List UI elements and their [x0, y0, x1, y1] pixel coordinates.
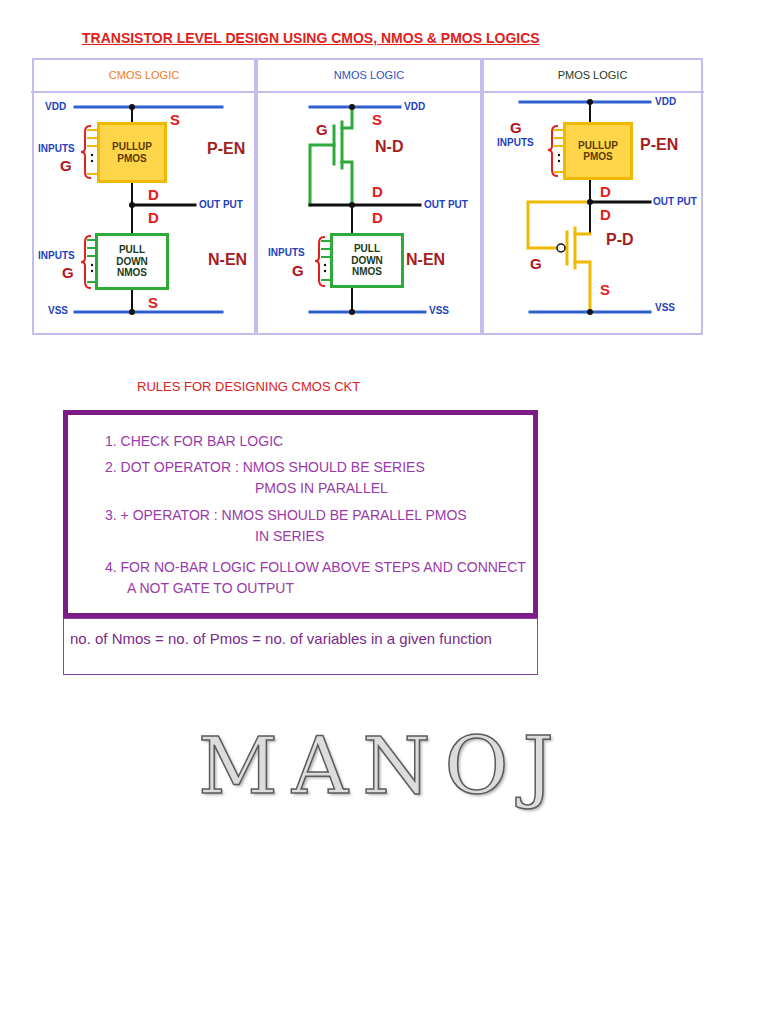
input-bracket [81, 126, 90, 178]
gate-name: G [62, 264, 74, 281]
logic-column: NMOS LOGIC PULL DOWN NMOS [256, 58, 482, 335]
gate-wire [528, 202, 590, 248]
junction-dots [91, 99, 593, 315]
rule-text: 4. FOR NO-BAR LOGIC FOLLOW ABOVE STEPS A… [105, 557, 527, 599]
vss-rail [310, 311, 425, 314]
gate-name: G [316, 121, 328, 138]
pulldown-network-box: PULL DOWN NMOS [95, 233, 169, 290]
vdd-rail [75, 106, 222, 109]
input-stubs [88, 240, 95, 282]
terminal-name: S [372, 111, 382, 128]
note-box: no. of Nmos = no. of Pmos = no. of varia… [63, 618, 538, 675]
section-heading: RULES FOR DESIGNING CMOS CKT [137, 380, 360, 395]
network-name: N-D [375, 138, 403, 156]
output-wire [310, 204, 420, 207]
column-heading: PMOS LOGIC [484, 69, 701, 82]
network-name: N-EN [406, 251, 445, 269]
terminal-name: S [600, 281, 610, 298]
pullup-network-box: PULLUP PMOS [97, 122, 167, 183]
note-text: no. of Nmos = no. of Pmos = no. of varia… [70, 630, 492, 647]
column-heading: CMOS LOGIC [34, 69, 254, 82]
rail-name: VDD [45, 101, 66, 113]
inversion-bubble [557, 244, 565, 252]
output-label: OUT PUT [199, 199, 243, 211]
network-name: P-D [606, 231, 634, 249]
rail-name: VDD [404, 101, 425, 113]
output-wire [132, 204, 195, 207]
box-label: PULLUP PMOS [106, 141, 158, 164]
terminal-name: S [170, 111, 180, 128]
watermark: MANOJ [198, 722, 568, 812]
network-name: P-EN [207, 140, 245, 158]
input-label: INPUTS [268, 247, 305, 259]
gate-name: G [292, 262, 304, 279]
rule-text: 3. + OPERATOR : NMOS SHOULD BE PARALLEL … [105, 505, 481, 547]
gate-name: G [510, 119, 522, 136]
box-label: PULLUP PMOS [572, 140, 624, 163]
wire [589, 180, 591, 234]
logic-column: CMOS LOGIC PULLUP PMOS PULL DOWN NMOS [32, 58, 256, 335]
page-title: TRANSISTOR LEVEL DESIGN USING CMOS, NMOS… [82, 30, 540, 46]
box-label: PULL DOWN NMOS [337, 243, 397, 278]
input-stubs [322, 241, 330, 280]
input-label: INPUTS [38, 250, 75, 262]
rule-text: 2. DOT OPERATOR : NMOS SHOULD BE SERIES … [105, 457, 467, 499]
terminal-name: D [600, 183, 611, 200]
rail-name: VDD [655, 96, 676, 108]
input-label: INPUTS [38, 143, 75, 155]
network-name: P-EN [640, 136, 678, 154]
wire-connector [131, 183, 133, 233]
terminal-name: D [372, 209, 383, 226]
terminal-name: D [148, 209, 159, 226]
output-wire [590, 201, 650, 204]
rail-name: VSS [429, 305, 449, 317]
rail-name: VSS [655, 302, 675, 314]
terminal-name: D [600, 206, 611, 223]
terminal-name: D [148, 186, 159, 203]
terminal-name: S [148, 294, 158, 311]
input-stubs [88, 130, 97, 174]
column-heading: NMOS LOGIC [258, 69, 480, 82]
terminal-name: D [372, 183, 383, 200]
rules-box: 1. CHECK FOR BAR LOGIC 2. DOT OPERATOR : … [63, 410, 538, 618]
output-label: OUT PUT [653, 196, 697, 208]
network-name: N-EN [208, 251, 247, 269]
gate-name: G [60, 157, 72, 174]
pmos-load-transistor [567, 228, 590, 312]
pulldown-network-box: PULL DOWN NMOS [330, 233, 404, 288]
wire [131, 290, 133, 312]
nmos-load-transistor [310, 107, 352, 205]
box-label: PULL DOWN NMOS [102, 244, 162, 279]
wire [351, 288, 353, 312]
table-rule [32, 91, 703, 93]
input-stubs [555, 130, 563, 172]
input-label: INPUTS [497, 137, 534, 149]
gate-name: G [530, 255, 542, 272]
rail-name: VSS [48, 305, 68, 317]
input-bracket [548, 126, 557, 176]
input-bracket [81, 236, 90, 288]
output-label: OUT PUT [424, 199, 468, 211]
rule-text: 1. CHECK FOR BAR LOGIC [105, 431, 283, 452]
input-bracket [315, 237, 324, 286]
vdd-rail [520, 101, 650, 104]
wire [351, 205, 353, 233]
pullup-network-box: PULLUP PMOS [563, 122, 633, 180]
